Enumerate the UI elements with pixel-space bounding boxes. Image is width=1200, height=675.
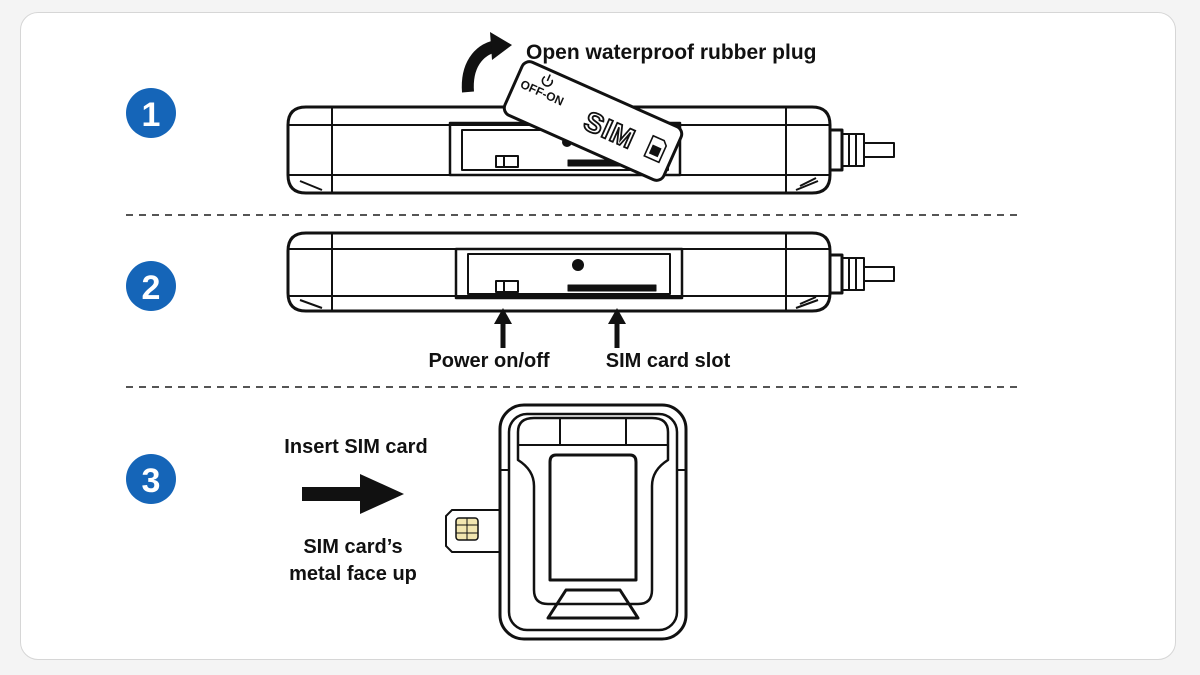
sim-chip — [455, 517, 479, 541]
rubber-plug: OFF-ON SIM — [502, 60, 684, 182]
device-side-view-1 — [286, 105, 895, 195]
step-badge-3: 3 — [126, 454, 176, 504]
slot-screw-2 — [572, 259, 584, 271]
step-badge-2: 2 — [126, 261, 176, 311]
metal-face-label-line1: SIM card’s — [303, 536, 402, 558]
step-badge-1: 1 — [126, 88, 176, 138]
arrow-up-icon — [494, 308, 512, 348]
step-number-1: 1 — [142, 96, 161, 134]
power-switch-label: Power on/off — [428, 350, 549, 372]
device-side-view-2 — [286, 231, 895, 313]
device-front-view — [498, 403, 688, 641]
arrow-right-icon — [302, 474, 404, 514]
step-number-3: 3 — [142, 462, 161, 500]
metal-face-label-line2: metal face up — [289, 563, 417, 585]
insert-sim-label: Insert SIM card — [284, 436, 427, 458]
power-icon — [541, 74, 554, 87]
step-2: 2 — [126, 231, 895, 372]
sim-slot-label: SIM card slot — [606, 350, 731, 372]
step-1-label: Open waterproof rubber plug — [526, 41, 817, 64]
step-number-2: 2 — [142, 269, 161, 307]
step-3: 3 Insert SIM card SIM card’s metal face … — [126, 403, 688, 641]
sim-card — [445, 509, 501, 553]
arrow-up-icon — [608, 308, 626, 348]
sim-card-icon — [643, 134, 668, 164]
step-1: 1 — [126, 32, 895, 195]
curved-arrow-icon — [461, 32, 512, 93]
